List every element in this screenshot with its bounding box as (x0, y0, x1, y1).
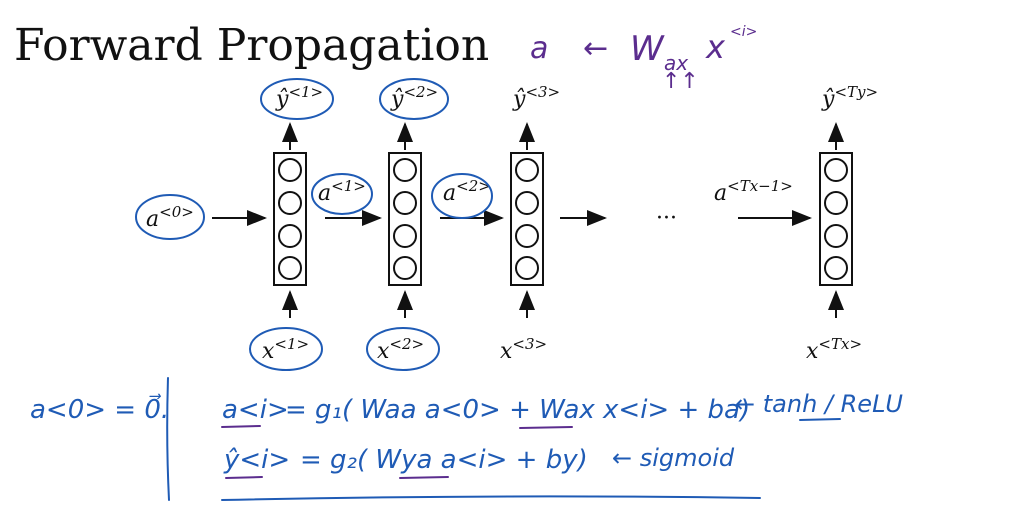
note-strokes (166, 377, 841, 501)
top-annotation-input-sup: <i> (730, 24, 757, 40)
top-annotation-lhs: a (530, 31, 548, 66)
tanh-underline (799, 418, 841, 421)
input-label-3: x<3> (500, 335, 547, 364)
input-label-last: x<Tx> (806, 335, 862, 364)
output-label-last: ŷ<Ty> (821, 83, 878, 112)
circle-activation-2 (431, 173, 493, 219)
rnn-cell-1 (273, 152, 307, 286)
blue-circles (135, 78, 493, 371)
activation-label-1: a<1> (318, 177, 366, 206)
circle-input-1 (249, 327, 323, 371)
vertical-separator (166, 377, 170, 501)
eq2-note: ← sigmoid (612, 444, 735, 472)
activation-label-last: a<Tx−1> (714, 177, 793, 206)
top-annotation-input: x (705, 28, 726, 66)
eq1-lhs: a<i> (222, 395, 289, 425)
top-annotation-arrow: ← (583, 31, 608, 66)
circle-output-2 (379, 78, 449, 120)
top-annotation-weight: W (630, 29, 665, 69)
activation-label-0: a<0> (146, 203, 194, 232)
eq1-rhs: = g₁( Waa a<0> + Wax x<i> + ba) (285, 395, 750, 425)
top-annotation-marks: ↑↑ (662, 69, 699, 94)
bottom-rule (221, 495, 761, 501)
vertical-arrows (282, 122, 844, 318)
circle-activation-0 (135, 194, 205, 240)
init-note: a<0> = 0⃗. (30, 393, 169, 425)
page-title: Forward Propagation (14, 20, 489, 71)
rnn-cell-2 (388, 152, 422, 286)
wax-underline (519, 426, 573, 429)
eq1-note: ← tanh / ReLU (735, 390, 903, 418)
circle-output-1 (260, 78, 334, 120)
activation-label-2: a<2> (443, 177, 491, 206)
eq2-rhs: = g₂( Wya a<i> + by) (300, 445, 588, 475)
eq2-lhs: ŷ<i> (223, 445, 290, 475)
output-label-2: ŷ<2> (390, 83, 438, 112)
rnn-cell-3 (510, 152, 544, 286)
top-annotation-weight-sub: ax (664, 51, 688, 75)
wya-underline (399, 476, 449, 479)
eq1-lhs-underline (221, 425, 261, 428)
output-label-1: ŷ<1> (275, 83, 323, 112)
output-label-3: ŷ<3> (512, 83, 560, 112)
input-label-1: x<1> (262, 335, 309, 364)
ellipsis: ··· (656, 206, 677, 231)
eq2-lhs-underline (225, 476, 263, 479)
circle-input-2 (366, 327, 440, 371)
rnn-cell-last (819, 152, 853, 286)
top-annotation: a ← W ax x <i> ↑↑ (530, 24, 757, 94)
input-label-2: x<2> (377, 335, 424, 364)
circle-activation-1 (311, 173, 373, 215)
handwritten-notes: a<0> = 0⃗. a<i> = g₁( Waa a<0> + Wax x<i… (30, 390, 903, 475)
